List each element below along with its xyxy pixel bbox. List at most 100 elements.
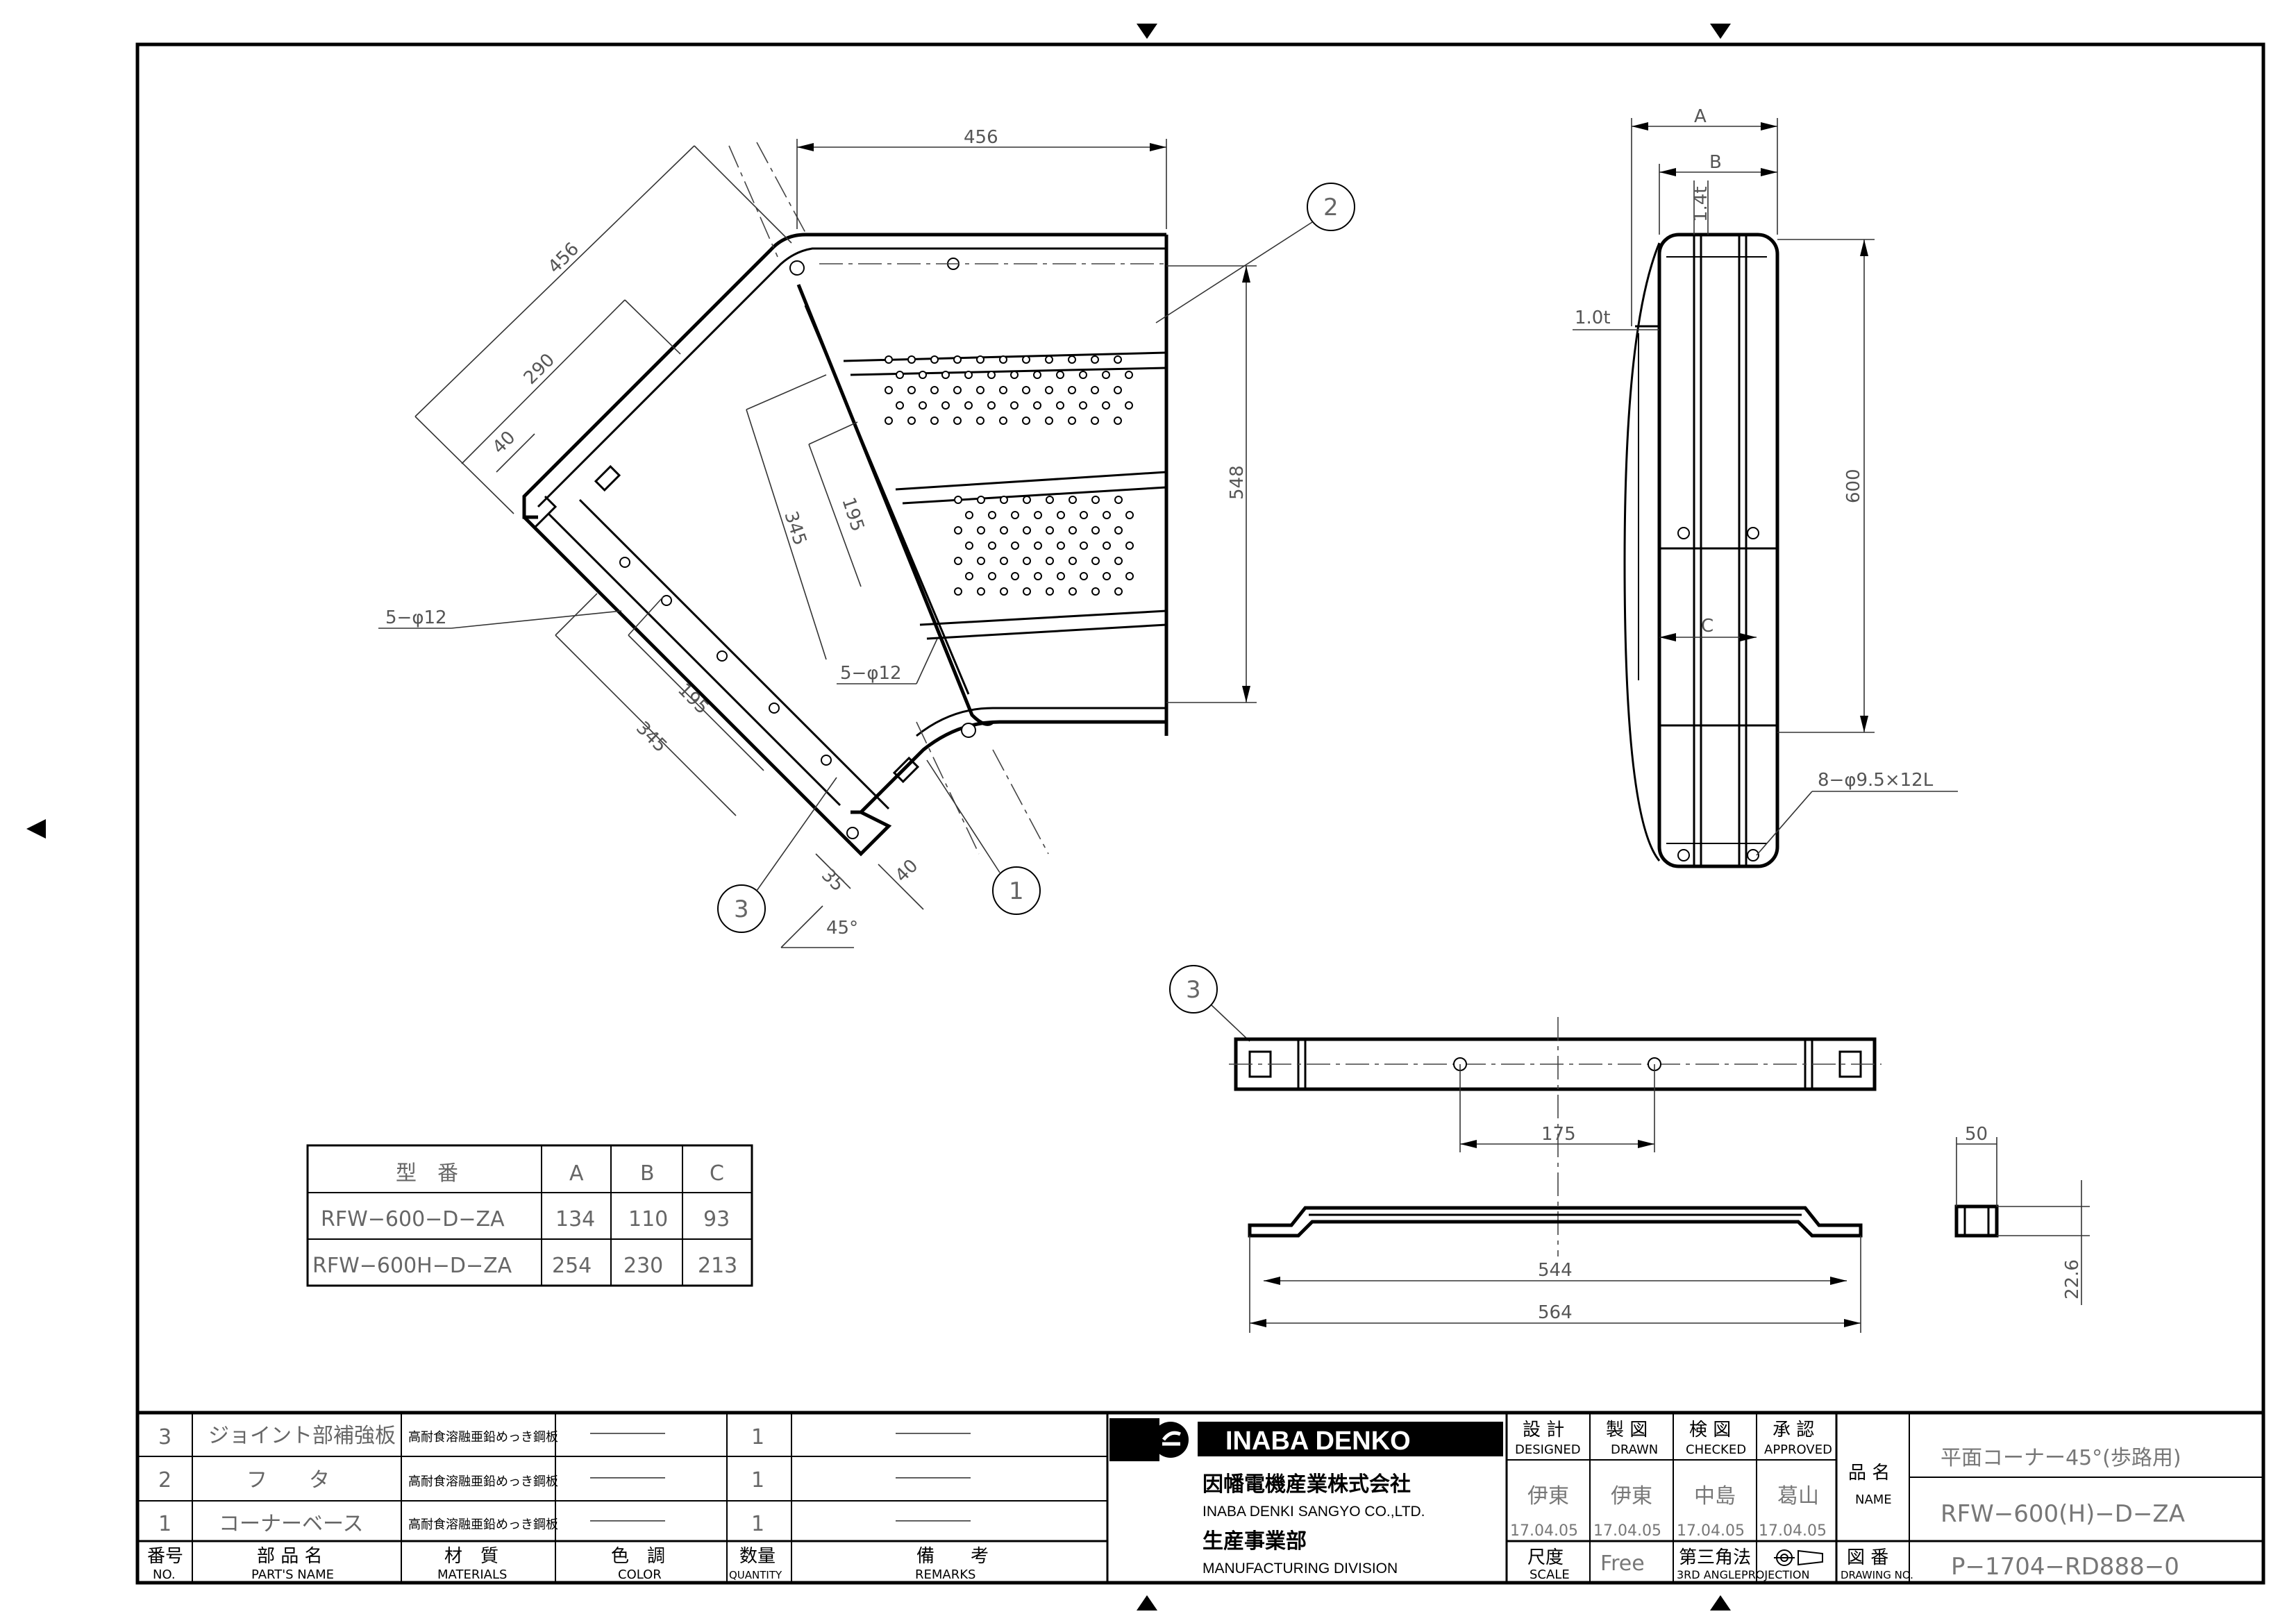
p3-dim-544: 544 (1538, 1260, 1573, 1281)
perforation-hole (1033, 371, 1041, 379)
dim-lower-345: 345 (632, 718, 671, 757)
perforation-hole (907, 417, 916, 425)
company-block: INABA DENKO 因幡電機産業株式会社 INABA DENKI SANGY… (1109, 1418, 1503, 1576)
perforation-hole (1023, 587, 1031, 596)
corner-hole-lower (961, 723, 976, 738)
perforation-hole (885, 355, 893, 364)
parts-header-qty-en: QUANTITY (729, 1569, 782, 1581)
approval-header: 検 図 (1689, 1420, 1731, 1440)
perforation-hole (1034, 541, 1042, 550)
perforation-hole (919, 371, 927, 379)
perforation-hole (907, 355, 916, 364)
perforation-hole (1068, 417, 1076, 425)
dim-top-width: 456 (964, 127, 998, 148)
model-table-cell: RFW−600−D−ZA (321, 1207, 505, 1231)
parts-row-material: 高耐食溶融亜鉛めっき鋼板 (408, 1430, 558, 1445)
holes-right-label: 5−φ12 (840, 663, 902, 684)
perforation-hole (1069, 496, 1077, 504)
perforation-hole (1045, 386, 1053, 394)
perforation-hole (987, 401, 996, 410)
approval-name: 伊東 (1527, 1484, 1569, 1508)
parts-header-no-en: NO. (153, 1567, 176, 1582)
rail-hole (619, 557, 630, 568)
perforation-hole (954, 496, 962, 504)
perforation-hole (953, 386, 962, 394)
perforation-hole (1125, 401, 1133, 410)
perforation-hole (1023, 496, 1031, 504)
name-label-en: NAME (1855, 1492, 1892, 1507)
perforation-hole (930, 417, 939, 425)
perforation-hole (977, 526, 985, 535)
approval-header: 承 認 (1773, 1420, 1814, 1440)
perforation-hole (1080, 511, 1088, 519)
approval-header-en: DRAWN (1611, 1443, 1658, 1457)
perforation-hole (1010, 371, 1019, 379)
perforation-hole (1033, 401, 1041, 410)
balloon-3-detail (1169, 965, 1218, 1014)
perforation-hole (1046, 557, 1054, 565)
parts-row-material: 高耐食溶融亜鉛めっき鋼板 (408, 1474, 558, 1489)
center-mark-top-left (1137, 24, 1157, 39)
third-angle-projection-icon (1774, 1549, 1823, 1566)
company-name-en: INABA DENKI SANGYO CO.,LTD. (1203, 1504, 1425, 1520)
perforation-hole (1080, 572, 1088, 580)
plan-holes (619, 355, 1134, 766)
perforation-hole (1000, 557, 1008, 565)
name-label: 品 名 (1848, 1463, 1890, 1483)
parts-row-remarks: ―――――― (896, 1470, 971, 1485)
perforation-hole (1114, 355, 1122, 364)
perforation-hole (965, 541, 973, 550)
approval-header-en: APPROVED (1764, 1443, 1832, 1457)
model-table-header-C: C (710, 1161, 724, 1186)
perforation-hole (1022, 355, 1030, 364)
perforation-hole (1091, 496, 1100, 504)
perforation-hole (954, 557, 962, 565)
approval-name: 伊東 (1611, 1484, 1652, 1508)
scale-label: 尺度 (1527, 1547, 1564, 1568)
scale-value: Free (1600, 1551, 1645, 1576)
perforation-hole (1057, 572, 1065, 580)
perforation-hole (1125, 371, 1133, 379)
perforation-hole (999, 386, 1007, 394)
perforation-hole (1069, 587, 1077, 596)
dim-height-548: 548 (1227, 465, 1248, 500)
perforation-hole (976, 417, 984, 425)
part3-view: 3 175 544 564 (1169, 965, 2090, 1333)
parts-header-color-en: COLOR (618, 1567, 662, 1582)
division-en: MANUFACTURING DIVISION (1203, 1561, 1398, 1576)
perforation-hole (1079, 371, 1087, 379)
perforation-hole (1091, 386, 1099, 394)
perforation-hole (1023, 526, 1031, 535)
approval-date: 17.04.05 (1510, 1522, 1578, 1540)
angle-label: 45° (826, 918, 858, 939)
perforation-hole (896, 371, 904, 379)
center-mark-left (26, 819, 46, 839)
perforation-hole (930, 355, 939, 364)
dim-diag-290: 290 (520, 350, 559, 389)
holes-left-label: 5−φ12 (385, 607, 447, 628)
corner-hole (789, 260, 805, 276)
perforation-hole (1080, 541, 1088, 550)
perforation-hole (1056, 371, 1064, 379)
perforation-hole (1010, 401, 1019, 410)
model-table-cell: 230 (623, 1254, 663, 1278)
perforation-hole (1125, 511, 1134, 519)
balloon-1 (992, 866, 1041, 915)
center-mark-top-right (1710, 24, 1731, 39)
parts-row-name: コーナーベース (219, 1512, 364, 1536)
side-dim-10t: 1.0t (1575, 308, 1611, 328)
model-table-header-model: 型 番 (396, 1161, 458, 1186)
perforation-hole (1069, 526, 1077, 535)
division-jp: 生産事業部 (1203, 1529, 1307, 1554)
parts-row-name: フ タ (246, 1468, 330, 1492)
perforation-hole (1103, 511, 1111, 519)
perforation-hole (1022, 417, 1030, 425)
perforation-hole (1046, 526, 1054, 535)
drawing-number: P−1704−RD888−0 (1951, 1553, 2179, 1581)
dim-diag-456: 456 (544, 239, 583, 278)
center-mark-bottom-right (1710, 1595, 1731, 1611)
perforation-hole (1114, 417, 1122, 425)
approval-header-en: CHECKED (1686, 1443, 1746, 1457)
company-name-jp: 因幡電機産業株式会社 (1203, 1472, 1411, 1497)
